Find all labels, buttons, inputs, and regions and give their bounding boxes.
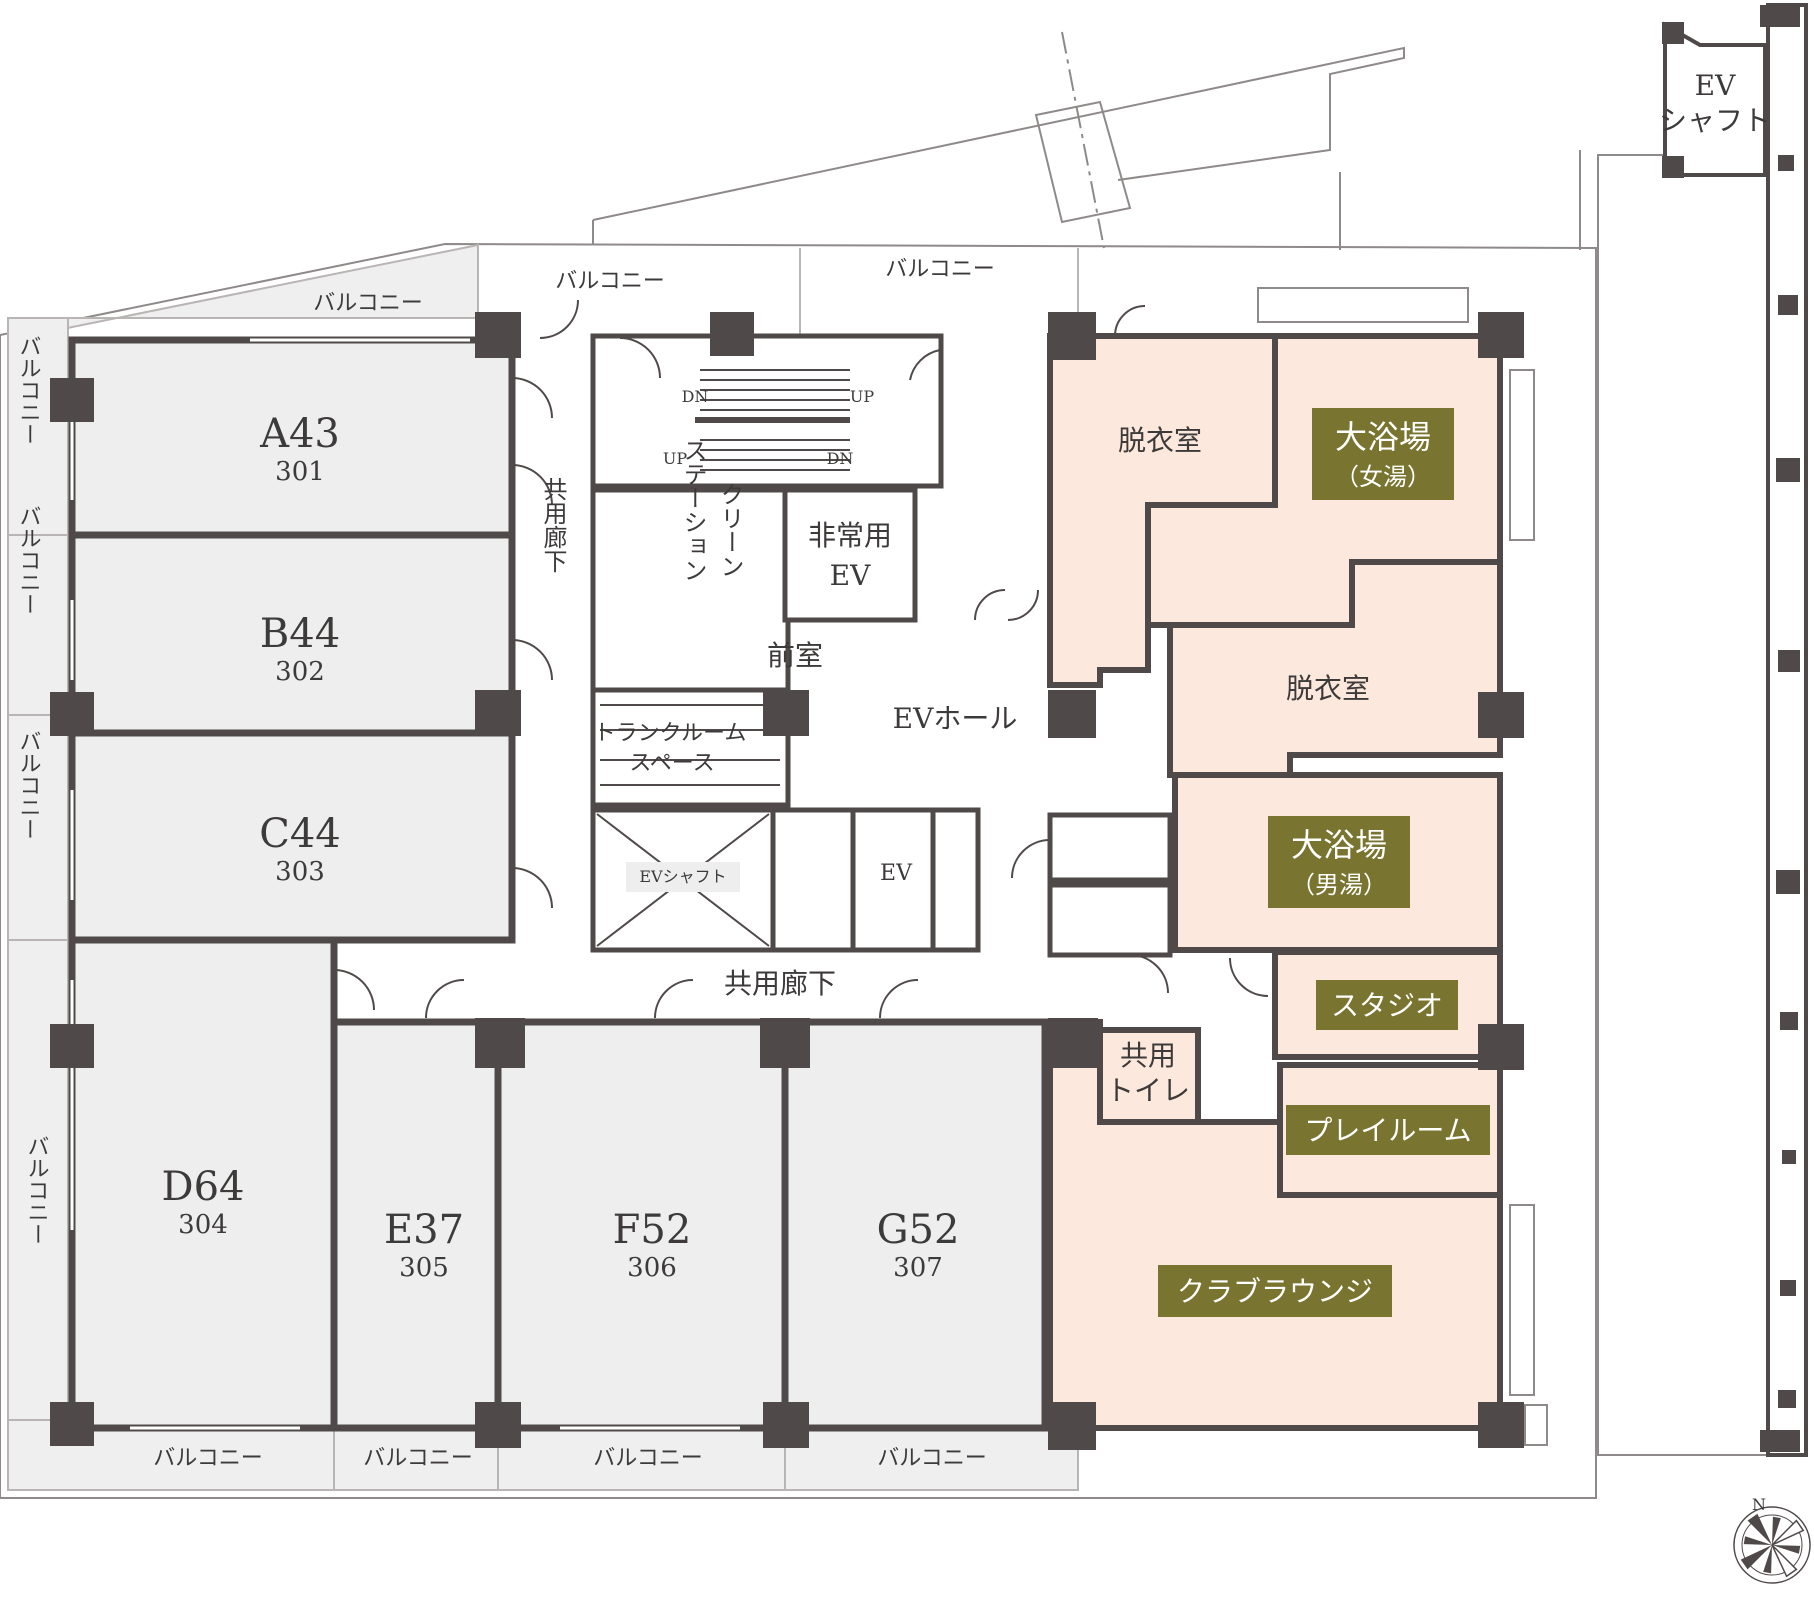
balcony-label-left-3: バルコニー	[16, 730, 41, 840]
bath-men-label-2: （男湯）	[1291, 871, 1387, 899]
toilet-room	[1097, 1027, 1201, 1125]
unit-number-302: 302	[275, 657, 325, 687]
common-labels: 共用廊下 共用廊下 EVホール EV EVシャフト EV シャフト 非常用 EV…	[539, 69, 1771, 1107]
plate-lounge	[1158, 1265, 1392, 1317]
changing-room-label-women: 脱衣室	[1118, 424, 1202, 457]
stair-up-label-1: UP	[850, 387, 874, 406]
corridor-label-vertical: 共用廊下	[539, 477, 567, 573]
lounge-label: クラブラウンジ	[1177, 1275, 1373, 1308]
emergency-ev-label-2: EV	[830, 559, 871, 592]
balcony-label-left-1: バルコニー	[16, 335, 41, 445]
compass-icon	[1733, 1506, 1811, 1584]
door-swings	[333, 299, 1269, 1019]
unit-number-303: 303	[275, 857, 325, 887]
unit-b44	[68, 531, 516, 737]
plate-bath-men	[1268, 816, 1410, 908]
balcony-label-bottom-4: バルコニー	[877, 1446, 987, 1471]
unit-type-e37: E37	[384, 1207, 464, 1253]
ev-shaft-corner-label-2: シャフト	[1659, 104, 1771, 137]
unit-number-304: 304	[178, 1210, 228, 1240]
stair-treads	[600, 369, 850, 786]
unit-type-a43: A43	[259, 411, 340, 457]
unit-number-306: 306	[627, 1253, 677, 1283]
amenity-plates: 大浴場 （女湯） 大浴場 （男湯） スタジオ プレイルーム クラブラウンジ	[1158, 408, 1490, 1317]
ev-label: EV	[880, 861, 913, 886]
trunk-room-label-1: トランクルーム	[594, 721, 747, 746]
window-bays	[1257, 287, 1548, 1446]
units	[68, 336, 1049, 1432]
balcony-label-left-4: バルコニー	[24, 1135, 49, 1245]
columns	[50, 312, 1524, 1450]
balcony-label-bottom-3: バルコニー	[593, 1446, 703, 1471]
unit-g52	[781, 1018, 1049, 1432]
unit-number-305: 305	[399, 1253, 449, 1283]
changing-room-label-men: 脱衣室	[1286, 672, 1370, 705]
unit-type-c44: C44	[259, 811, 341, 857]
ev-hall-label: EVホール	[893, 702, 1018, 735]
balcony-label-bottom-2: バルコニー	[363, 1446, 473, 1471]
balcony-label-top-mid: バルコニー	[555, 269, 665, 294]
playroom-label: プレイルーム	[1304, 1114, 1471, 1147]
plate-bath-women	[1312, 408, 1454, 500]
balcony-label-top-left: バルコニー	[313, 291, 423, 316]
unit-type-g52: G52	[877, 1207, 960, 1253]
exterior-strip	[1597, 3, 1808, 1457]
unit-labels: A43 301 B44 302 C44 303 D64 304 E37 305 …	[162, 411, 960, 1283]
toilet-label-1: 共用	[1120, 1039, 1176, 1072]
toilet-label-2: トイレ	[1106, 1074, 1190, 1107]
ev-shaft-corner	[1662, 21, 1767, 178]
unit-number-301: 301	[275, 457, 325, 487]
ev-shaft-label-bg	[626, 862, 740, 892]
bath-women-label-1: 大浴場	[1335, 418, 1431, 456]
unit-number-307: 307	[893, 1253, 943, 1283]
ev-shaft-corner-label-1: EV	[1695, 69, 1736, 102]
unit-a43	[68, 336, 516, 539]
stair-dn-label-1: DN	[682, 387, 709, 406]
front-room-label: 前室	[767, 639, 823, 672]
stair-dn-label-2: DN	[827, 449, 854, 468]
unit-type-f52: F52	[613, 1207, 692, 1253]
balcony-labels: バルコニー バルコニー バルコニー バルコニー バルコニー バルコニー バルコニ…	[16, 257, 995, 1471]
unit-type-d64: D64	[162, 1164, 245, 1210]
plate-playroom	[1286, 1105, 1490, 1155]
balcony-label-left-2: バルコニー	[16, 505, 41, 615]
unit-type-b44: B44	[260, 611, 340, 657]
balcony-label-bottom-1: バルコニー	[153, 1446, 263, 1471]
bath-men-label-1: 大浴場	[1291, 826, 1387, 864]
trunk-room-label-2: スペース	[629, 751, 714, 776]
emergency-ev-label-1: 非常用	[808, 519, 892, 552]
studio-label: スタジオ	[1331, 989, 1443, 1022]
balcony-label-top-right: バルコニー	[885, 257, 995, 282]
plate-studio	[1316, 980, 1458, 1030]
corridor-label: 共用廊下	[724, 967, 836, 1000]
balconies	[7, 243, 1079, 1491]
clean-station-label-2: ステーション	[679, 438, 707, 582]
ev-shaft-label: EVシャフト	[639, 867, 726, 886]
compass-n-label: N	[1752, 1495, 1766, 1514]
windows	[70, 338, 740, 1430]
unit-e37	[330, 1018, 502, 1432]
site-outline	[0, 31, 1597, 1499]
clean-station-label-1: クリーン	[716, 482, 744, 578]
bath-women-label-2: （女湯）	[1335, 463, 1431, 491]
stair-up-label-2: UP	[663, 449, 687, 468]
